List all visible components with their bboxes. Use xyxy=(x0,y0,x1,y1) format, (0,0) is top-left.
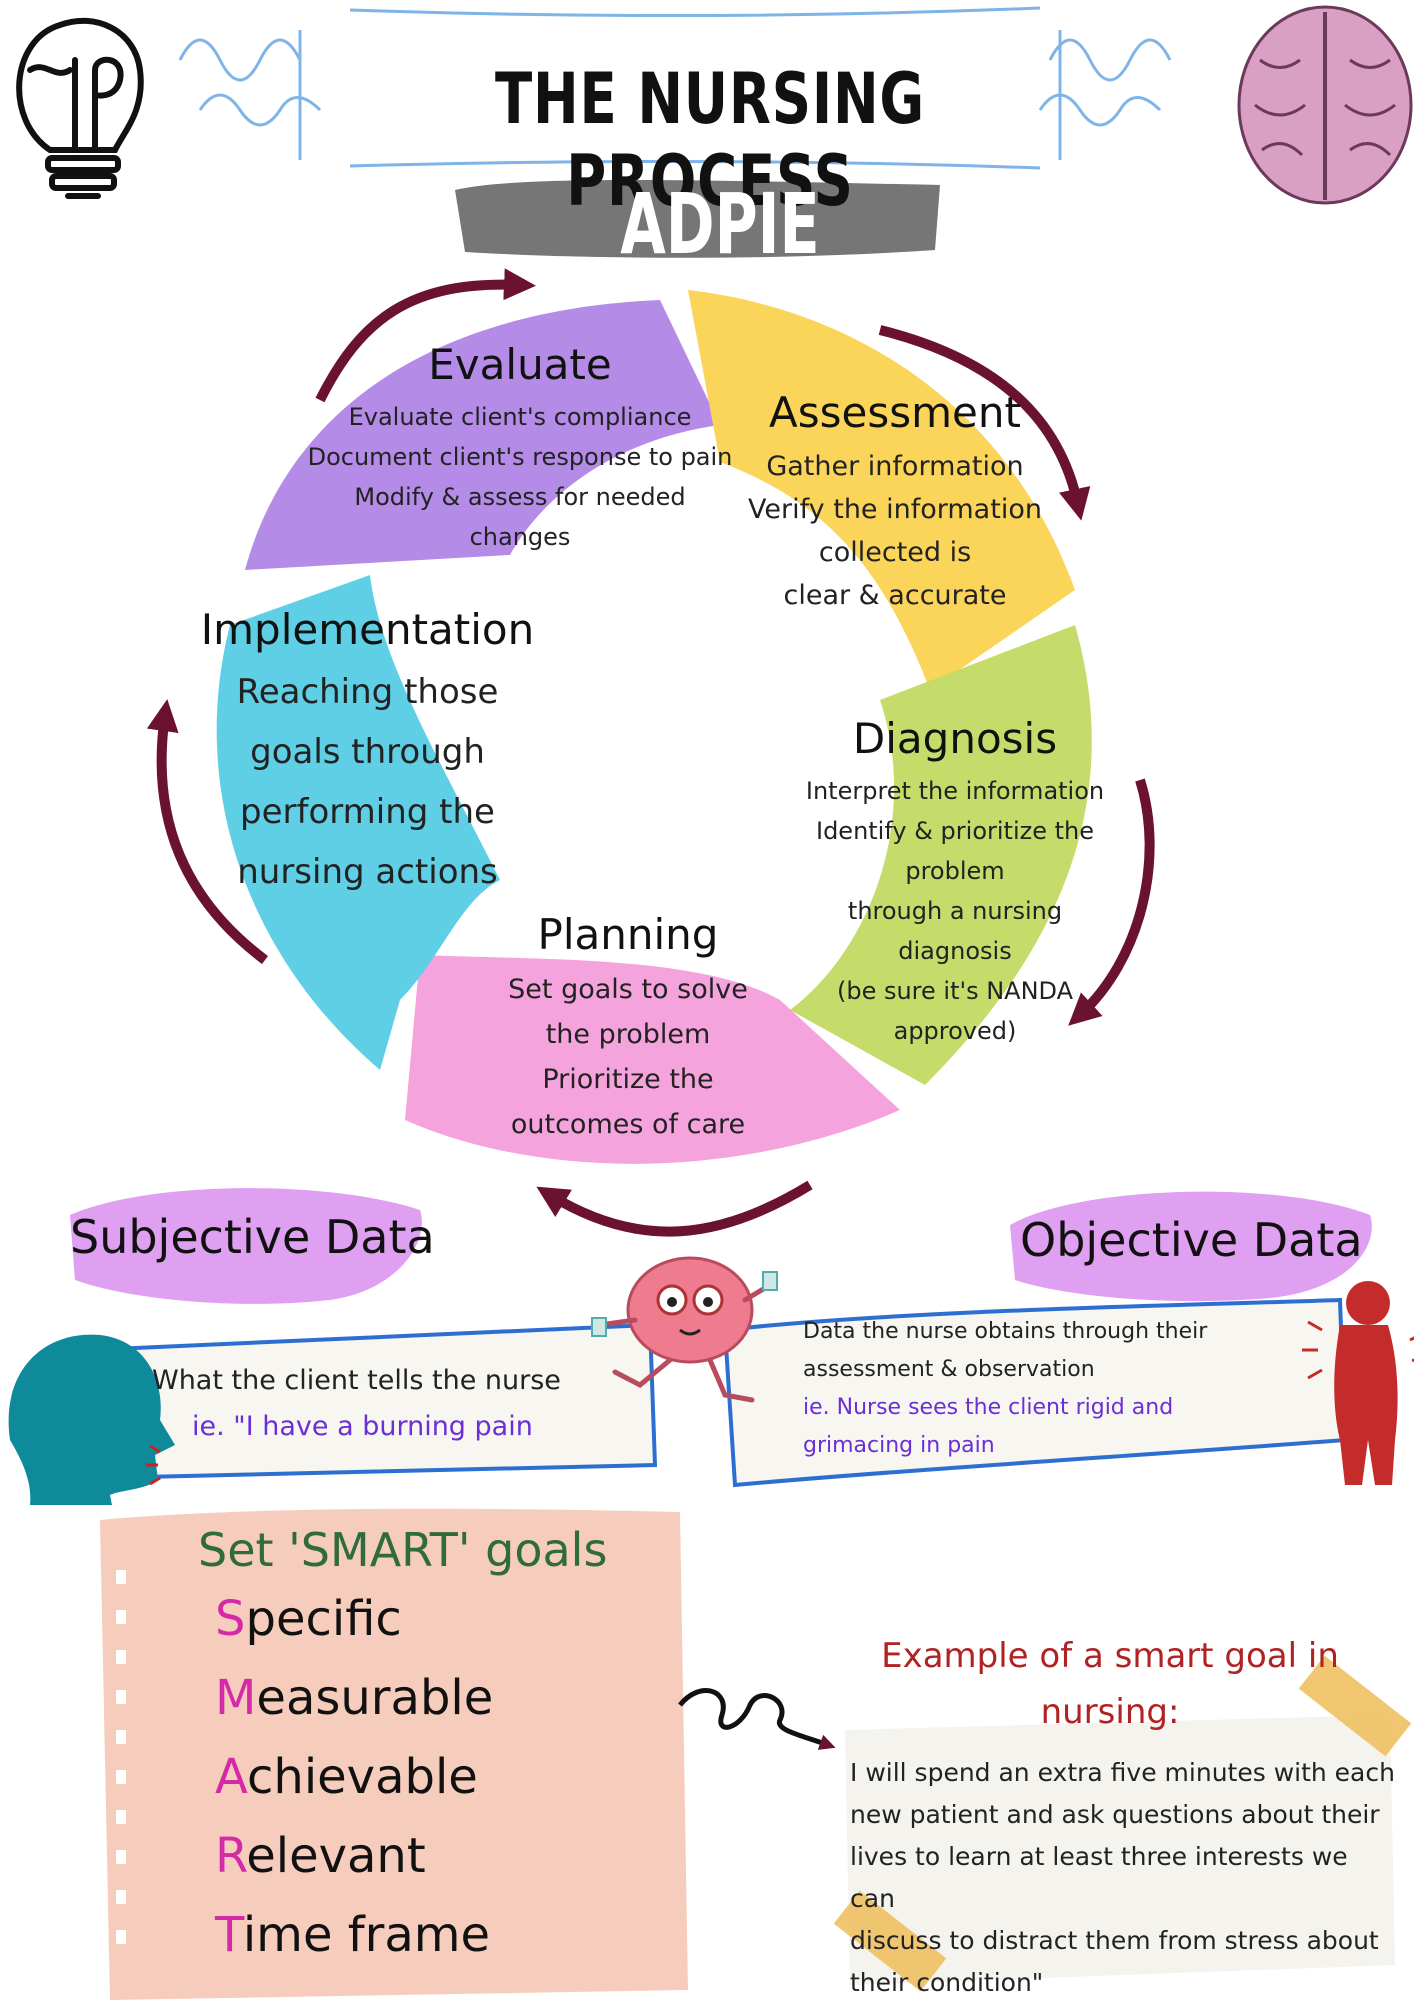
phase-assessment-line: Gather information xyxy=(766,451,1024,482)
arrow-assessment-to-diagnosis xyxy=(878,325,1091,521)
phase-diagnosis-line: problem xyxy=(905,857,1005,885)
page-title: THE NURSING PROCESS xyxy=(494,58,926,222)
phase-implementation: Implementation Reaching those goals thro… xyxy=(200,605,535,902)
smart-letter: M xyxy=(215,1670,257,1726)
objective-text-line: Data the nurse obtains through their xyxy=(803,1319,1208,1344)
smart-word: easurable xyxy=(256,1670,494,1726)
arrow-planning-to-implementation xyxy=(536,1180,813,1237)
example-note xyxy=(845,1715,1395,1985)
segment-planning xyxy=(405,955,900,1164)
phase-evaluate-line: Evaluate client's compliance xyxy=(348,403,692,431)
smart-item: Achievable xyxy=(215,1738,635,1817)
smart-letter: T xyxy=(215,1907,243,1963)
phase-assessment-line: clear & accurate xyxy=(783,580,1007,611)
phase-implementation-line: nursing actions xyxy=(237,852,498,892)
example-line: discuss to distract them from stress abo… xyxy=(850,1926,1379,1955)
smart-word: pecific xyxy=(245,1591,402,1647)
phase-diagnosis-line: diagnosis xyxy=(898,937,1012,965)
smart-word: chievable xyxy=(247,1749,478,1805)
smart-letter: R xyxy=(215,1828,247,1884)
phase-planning-line: outcomes of care xyxy=(510,1109,746,1140)
phase-diagnosis-line: approved) xyxy=(893,1017,1017,1045)
smart-item: Specific xyxy=(215,1580,635,1659)
phase-planning-line: Prioritize the xyxy=(542,1064,714,1095)
example-line: I will spend an extra five minutes with … xyxy=(850,1758,1395,1787)
smart-panel-holes xyxy=(116,1570,126,1944)
phase-diagnosis: Diagnosis Interpret the information Iden… xyxy=(790,714,1120,1051)
segment-evaluate xyxy=(245,300,720,570)
phase-planning-line: Set goals to solve xyxy=(508,974,748,1005)
phase-diagnosis-line: Interpret the information xyxy=(805,777,1105,805)
phase-evaluate-line: Document client's response to pain xyxy=(307,443,733,471)
objective-card: Data the nurse obtains through their ass… xyxy=(803,1313,1263,1465)
smart-item: Time frame xyxy=(215,1896,635,1975)
head-silhouette-icon xyxy=(8,1334,176,1505)
phase-assessment-title: Assessment xyxy=(769,388,1021,437)
arrow-implementation-to-evaluate xyxy=(146,699,269,964)
smart-word: elevant xyxy=(246,1828,426,1884)
example-line: their condition" xyxy=(850,1968,1044,1997)
example-title-line: Example of a smart goal in xyxy=(881,1636,1339,1676)
objective-example-line: ie. Nurse sees the client rigid and xyxy=(803,1395,1174,1420)
phase-diagnosis-title: Diagnosis xyxy=(852,714,1058,763)
phase-planning-line: the problem xyxy=(545,1019,711,1050)
subjective-text: What the client tells the nurse xyxy=(152,1365,561,1396)
smart-goals-title: Set 'SMART' goals xyxy=(198,1523,608,1577)
smart-letter: A xyxy=(215,1749,247,1805)
phase-diagnosis-line: through a nursing xyxy=(847,897,1063,925)
smart-panel xyxy=(100,1508,688,2000)
phase-evaluate-title: Evaluate xyxy=(428,340,612,389)
phase-evaluate: Evaluate Evaluate client's compliance Do… xyxy=(300,340,740,557)
phase-diagnosis-line: (be sure it's NANDA xyxy=(836,977,1074,1005)
smart-item: Measurable xyxy=(215,1659,635,1738)
phase-planning-title: Planning xyxy=(537,910,719,959)
subjective-example: ie. "I have a burning pain xyxy=(192,1411,533,1442)
subjective-card: What the client tells the nurse ie. "I h… xyxy=(152,1358,622,1450)
example-body: I will spend an extra five minutes with … xyxy=(850,1752,1395,2004)
curly-arrow xyxy=(678,1688,836,1750)
smart-letter: S xyxy=(215,1591,246,1647)
example-title: Example of a smart goal in nursing: xyxy=(860,1628,1360,1740)
example-line: lives to learn at least three interests … xyxy=(850,1842,1348,1913)
smart-item: Relevant xyxy=(215,1817,635,1896)
adpie-brush xyxy=(455,180,940,258)
tape-strips xyxy=(833,1655,1412,1992)
smart-list: Specific Measurable Achievable Relevant … xyxy=(215,1580,635,1975)
header-ornament xyxy=(178,6,1172,170)
brain-icon xyxy=(1237,5,1413,205)
phase-planning: Planning Set goals to solve the problem … xyxy=(478,910,778,1147)
cycle-diagram xyxy=(146,268,1155,1237)
objective-example-line: grimacing in pain xyxy=(803,1433,995,1458)
phase-implementation-line: goals through xyxy=(250,732,485,772)
arrow-diagnosis-to-planning xyxy=(1068,778,1155,1026)
objective-text-line: assessment & observation xyxy=(803,1357,1095,1382)
brain-mascot-icon xyxy=(591,1256,778,1403)
example-line: new patient and ask questions about thei… xyxy=(850,1800,1380,1829)
example-title-line: nursing: xyxy=(1040,1692,1180,1732)
person-in-pain-icon xyxy=(1302,1281,1414,1485)
phase-implementation-title: Implementation xyxy=(200,605,535,654)
phase-assessment-line: collected is xyxy=(818,537,972,568)
arrow-evaluate-to-assessment xyxy=(315,268,536,403)
phase-implementation-line: Reaching those xyxy=(236,672,499,712)
segment-implementation xyxy=(216,575,500,1070)
data-cards xyxy=(87,1297,1348,1488)
phase-evaluate-line: Modify & assess for needed xyxy=(354,483,686,511)
phase-assessment-line: Verify the information xyxy=(748,494,1042,525)
page-subtitle: ADPIE xyxy=(620,175,820,273)
phase-assessment: Assessment Gather information Verify the… xyxy=(735,388,1055,617)
segment-diagnosis xyxy=(790,625,1092,1085)
phase-diagnosis-line: Identify & prioritize the xyxy=(815,817,1094,845)
phase-implementation-line: performing the xyxy=(240,792,495,832)
subjective-data-heading: Subjective Data xyxy=(70,1210,435,1264)
heading-brushes xyxy=(70,1188,1372,1304)
segment-assessment xyxy=(688,290,1075,690)
smart-word: ime frame xyxy=(242,1907,491,1963)
lightbulb-brain-icon xyxy=(16,17,144,199)
phase-evaluate-line: changes xyxy=(469,523,571,551)
objective-data-heading: Objective Data xyxy=(1020,1213,1363,1267)
